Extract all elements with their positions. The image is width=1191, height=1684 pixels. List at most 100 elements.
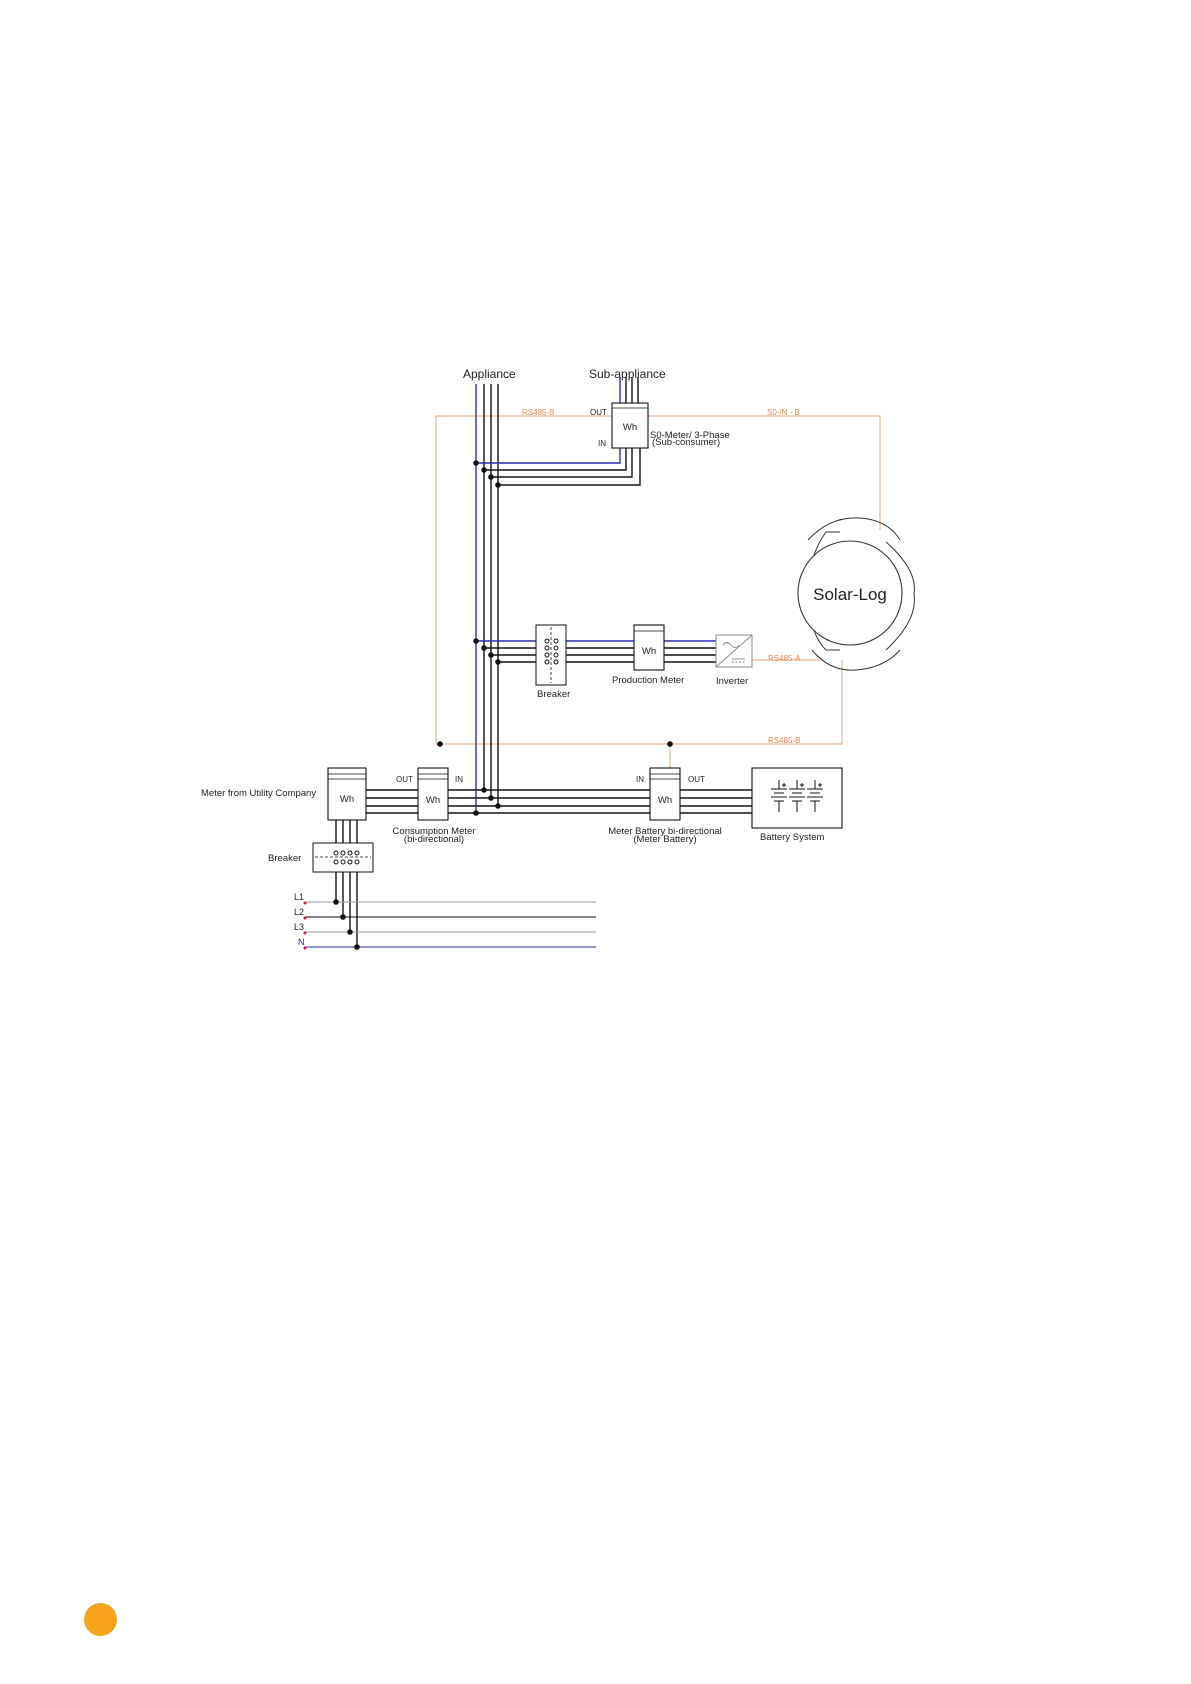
junction-dot [340,914,346,920]
utility-drop [335,820,358,947]
breaker-contact [333,859,339,865]
junction-dot [333,899,339,905]
s0-meter-out: OUT [590,408,607,417]
consumption-meter: Wh OUT IN Consumption Meter (bi-directio… [393,767,476,845]
junction-dot [488,795,494,801]
main-risers [475,384,499,813]
battery-system: Battery System [751,767,843,843]
solar-log-body [797,540,903,646]
page-marker-dot [84,1603,117,1636]
breaker-contact [553,652,559,658]
junction-dot [488,652,494,658]
breaker-contact [354,859,360,865]
production-breaker: Breaker [535,624,570,700]
phase-label-l2: L2 [294,907,304,917]
utility-meter-wh: Wh [340,794,354,805]
s0-feed-n [476,448,621,464]
breaker-contact [544,659,550,665]
breaker-contact [340,859,346,865]
consumption-meter-out: OUT [396,775,413,784]
s0-meter-wh: Wh [623,422,637,433]
utility-meter-box [327,767,367,821]
production-feed [476,640,716,663]
battery-meter-label-line1: Meter Battery bi-directional [608,826,722,837]
battery-system-label: Battery System [760,832,824,843]
rs485-a-label: RS485-A [768,654,801,663]
s0-meter-in: IN [598,439,606,448]
rs485-b-top-line [435,415,612,744]
sub-appliance-label: Sub-appliance [589,367,666,381]
utility-meter: Wh Meter from Utility Company [201,767,367,821]
main-breaker-label: Breaker [268,853,301,864]
battery-system-box [751,767,843,829]
junction-dot [495,482,501,488]
production-meter: Wh Production Meter [612,624,684,686]
junction-dot [473,638,479,644]
battery-meter-label-line2: (Meter Battery) [633,834,696,845]
s0-feed-l2 [491,448,633,478]
s0-feed-l1 [484,448,627,471]
bus-junction-dot [437,741,443,747]
terminal-dot [303,931,307,935]
phase-label-n: N [298,937,305,947]
s0-meter-feed [476,448,641,486]
breaker-contact [340,850,346,856]
s0-feed-l3 [498,448,641,486]
main-breaker: Breaker [268,842,374,873]
solar-log-label: Solar-Log [813,585,887,604]
rs485-b-bottom-label: RS485-B [768,736,800,745]
grid-lines [305,901,596,948]
junction-dot [354,944,360,950]
junction-dot [488,474,494,480]
terminal-dot [303,901,307,905]
sub-appliance-risers [619,377,639,403]
breaker-contact [553,638,559,644]
consumption-meter-box [417,767,449,821]
s0-meter: Wh OUT IN S0-Meter/ 3-Phase (Sub-consume… [590,402,730,449]
utility-meter-label: Meter from Utility Company [201,788,316,799]
junction-dot [347,929,353,935]
solar-log-top-arc [807,517,901,541]
phase-label-l1: L1 [294,892,304,902]
battery-meter-in: IN [636,775,644,784]
s0-meter-box [611,402,649,449]
junction-dot [495,803,501,809]
breaker-contact [333,850,339,856]
battery-meter-box [649,767,681,821]
breaker-contact [553,659,559,665]
breaker-contact [553,645,559,651]
main-breaker-box [312,842,374,873]
battery-cell-icon [807,780,823,812]
inverter: Inverter [715,634,753,687]
s0-in-b-label: S0-/N - B [767,408,800,417]
breaker-contact [347,859,353,865]
battery-cell-icon [789,780,805,812]
junction-dot [473,810,479,816]
production-meter-box [633,624,665,671]
production-meter-wh: Wh [642,646,656,657]
junction-dot [473,460,479,466]
production-breaker-label: Breaker [537,689,570,700]
s0-bus-line [648,415,881,530]
consumption-meter-label-line1: Consumption Meter [393,826,476,837]
battery-meter: Wh IN OUT Meter Battery bi-directional (… [608,767,722,845]
consumption-meter-wh: Wh [426,795,440,806]
breaker-contact [354,850,360,856]
production-meter-label: Production Meter [612,675,684,686]
rs485-b-bottom-line [436,660,843,745]
solar-log-right-bracket [885,541,915,651]
comm-bus-wiring [435,415,881,768]
breaker-contact [544,645,550,651]
junction-dot [495,659,501,665]
inverter-ac-symbol [722,642,740,648]
terminal-dot [303,916,307,920]
breaker-contact [544,638,550,644]
battery-meter-wh: Wh [658,795,672,806]
breaker-contact [544,652,550,658]
s0-meter-label-line2: (Sub-consumer) [652,437,720,448]
breaker-contact [347,850,353,856]
consumption-meter-label-line2: (bi-directional) [404,834,464,845]
rs485-b-top-label: RS485-B [522,408,554,417]
terminal-dot [303,946,307,950]
consumption-meter-in: IN [455,775,463,784]
